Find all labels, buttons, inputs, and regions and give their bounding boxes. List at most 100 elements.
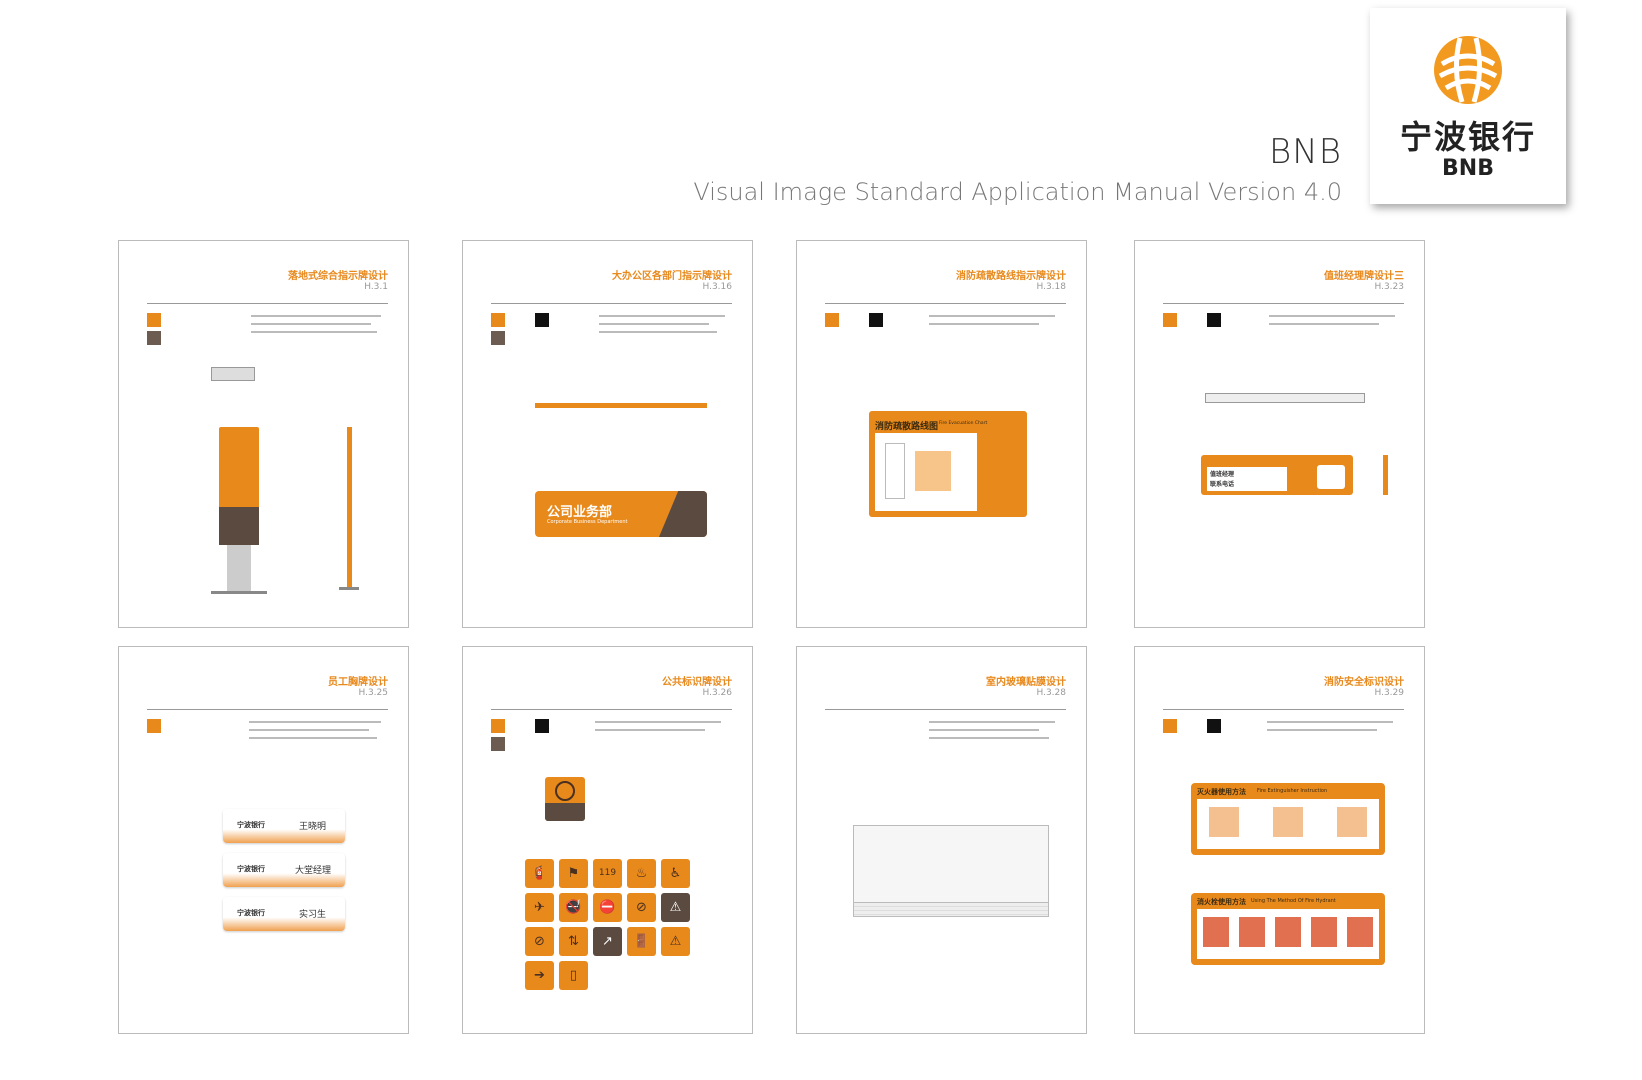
text-line — [249, 729, 369, 731]
extinguisher-steps — [1197, 799, 1379, 849]
sign-side-view — [347, 427, 352, 587]
elevator-icon: ⇅ — [559, 927, 588, 956]
sign-side-base — [339, 587, 359, 590]
no-smoking-icon: 🚭 — [559, 893, 588, 922]
stairs-icon: ↗ — [593, 927, 622, 956]
text-line — [595, 721, 721, 723]
step-image — [1239, 917, 1265, 947]
page-title: 消防疏散路线指示牌设计 — [956, 271, 1066, 282]
page-code: H.3.23 — [1374, 282, 1404, 292]
running-exit-icon: ➔ — [525, 961, 554, 990]
swatch-orange — [491, 313, 505, 327]
hydrant-instruction-sign: 消火栓使用方法 Using The Method Of Fire Hydrant — [1191, 893, 1385, 965]
manual-page-8: 消防安全标识设计 H.3.29 灭火器使用方法 Fire Extinguishe… — [1134, 646, 1425, 1034]
step-image — [1347, 917, 1373, 947]
step-image — [1209, 807, 1239, 837]
page-code: H.3.26 — [702, 688, 732, 698]
text-line — [929, 721, 1055, 723]
text-line — [929, 729, 1039, 731]
text-line — [1267, 721, 1393, 723]
extinguisher-en: Fire Extinguisher Instruction — [1257, 788, 1328, 794]
badge-name: 王晓明 — [299, 822, 327, 832]
dept-sign-en: Corporate Business Department — [547, 519, 628, 525]
door-icon: ▯ — [559, 961, 588, 990]
fire-chart-en: Fire Evacuation Chart — [939, 421, 988, 426]
floor-plan-room — [885, 443, 905, 499]
glass-film-panel — [853, 825, 1049, 917]
manager-title: 值班经理 — [1210, 471, 1235, 478]
airplane-icon: ✈ — [525, 893, 554, 922]
hydrant-steps — [1197, 909, 1379, 959]
emergency-exit-icon: 🚪 — [627, 927, 656, 956]
floor-plan — [875, 433, 977, 511]
swatch-orange — [1163, 719, 1177, 733]
dept-sign-cn: 公司业务部 — [547, 505, 613, 520]
page-code: H.3.29 — [1374, 688, 1404, 698]
phone-119-icon: 119 — [593, 859, 622, 888]
bank-logo-icon — [1434, 36, 1502, 104]
brand-code: BNB — [1269, 132, 1342, 172]
manual-page-3: 消防疏散路线指示牌设计 H.3.18 消防疏散路线图 Fire Evacuati… — [796, 240, 1087, 628]
text-line — [251, 315, 381, 317]
icon-label: 119 — [598, 868, 617, 878]
fire-icon: ♨ — [627, 859, 656, 888]
glass-film-strip — [854, 902, 1048, 916]
text-line — [1269, 315, 1395, 317]
manual-page-6: 公共标识牌设计 H.3.26 🧯 ⚑ 119 ♨ ♿ ✈ 🚭 ⛔ ⊘ ⚠ ⊘ ⇅… — [462, 646, 753, 1034]
manager-slot — [1317, 465, 1345, 489]
badge-bank: 宁波银行 — [237, 909, 265, 917]
text-line — [595, 729, 705, 731]
divider — [1163, 709, 1404, 710]
hydrant-cn: 消火栓使用方法 — [1197, 898, 1246, 906]
caution-icon: ⚠ — [661, 893, 690, 922]
page-title: 室内玻璃贴膜设计 — [986, 677, 1066, 688]
page-title: 值班经理牌设计三 — [1324, 271, 1404, 282]
text-line — [249, 721, 381, 723]
text-line — [929, 315, 1055, 317]
swatch-black — [1207, 313, 1221, 327]
text-line — [1267, 729, 1377, 731]
step-image — [1337, 807, 1367, 837]
fire-extinguisher-icon: 🧯 — [525, 859, 554, 888]
manager-panel: 值班经理 联系电话 — [1207, 467, 1287, 491]
step-image — [1311, 917, 1337, 947]
text-line — [929, 737, 1049, 739]
dept-sign-accent — [659, 491, 707, 537]
page-code: H.3.16 — [702, 282, 732, 292]
no-smoking-sign — [545, 777, 585, 821]
manager-side-view — [1383, 455, 1388, 495]
manual-page-1: 落地式综合指示牌设计 H.3.1 — [118, 240, 409, 628]
swatch-gray — [491, 737, 505, 751]
swatch-gray — [491, 331, 505, 345]
badge-name: 实习生 — [299, 910, 327, 920]
employee-badge: 宁波银行 大堂经理 — [223, 853, 345, 887]
text-line — [599, 331, 717, 333]
text-line — [599, 315, 725, 317]
divider — [825, 303, 1066, 304]
divider — [491, 303, 732, 304]
page-code: H.3.25 — [358, 688, 388, 698]
badge-bank: 宁波银行 — [237, 865, 265, 873]
logo-name-cn: 宁波银行 — [1399, 118, 1536, 156]
no-smoking-icon — [555, 781, 575, 801]
manager-sign: 值班经理 联系电话 — [1201, 455, 1353, 495]
divider — [147, 709, 388, 710]
sign-top-view — [535, 403, 707, 408]
page-code: H.3.18 — [1036, 282, 1066, 292]
badge-bank: 宁波银行 — [237, 821, 265, 829]
divider — [491, 709, 732, 710]
page-title: 落地式综合指示牌设计 — [288, 271, 388, 282]
swatch-black — [1207, 719, 1221, 733]
page-title: 公共标识牌设计 — [662, 677, 732, 688]
employee-badge: 宁波银行 实习生 — [223, 897, 345, 931]
manual-page-7: 室内玻璃贴膜设计 H.3.28 — [796, 646, 1087, 1034]
page-title: 员工胸牌设计 — [328, 677, 388, 688]
manual-page-4: 值班经理牌设计三 H.3.23 值班经理 联系电话 — [1134, 240, 1425, 628]
text-line — [251, 331, 377, 333]
text-line — [599, 323, 709, 325]
floor-plan-area — [915, 451, 951, 491]
text-line — [929, 323, 1039, 325]
manager-sub: 联系电话 — [1210, 481, 1235, 488]
brand-header: BNB Visual Image Standard Application Ma… — [693, 132, 1342, 206]
wheelchair-icon: ♿ — [661, 859, 690, 888]
